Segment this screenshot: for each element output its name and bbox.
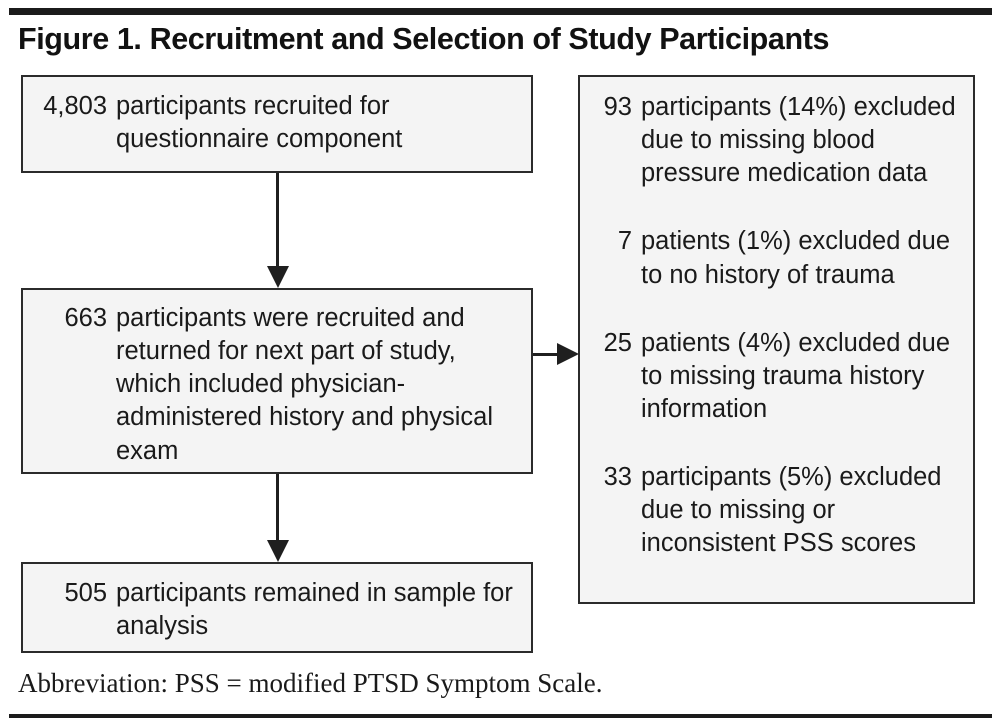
figure-footnote: Abbreviation: PSS = modified PTSD Sympto… <box>18 668 603 698</box>
figure-title: Figure 1. Recruitment and Selection of S… <box>18 22 830 56</box>
exclusion-item-number: 93 <box>603 93 632 121</box>
connector-returned-to-exclusions-line <box>533 353 560 356</box>
arrow-down-icon <box>267 266 289 288</box>
flow-entry: 4,803 participants recruited for questio… <box>39 90 519 156</box>
connector-returned-to-remained-line <box>276 474 279 542</box>
flow-box-recruited-number: 4,803 <box>43 92 107 120</box>
exclusion-item-number: 33 <box>603 463 632 492</box>
flow-entry: 663 participants were recruited and retu… <box>39 302 519 468</box>
exclusion-item-text: patients (1%) excluded due to no history… <box>641 227 951 289</box>
top-rule <box>9 8 992 15</box>
exclusion-item-text: patients (4%) excluded due to missing tr… <box>641 328 951 423</box>
flow-box-exclusions: 93 participants (14%) excluded due to mi… <box>578 75 975 604</box>
flow-box-returned-text: participants were recruited and returned… <box>116 304 494 465</box>
flow-box-remained-text: participants remained in sample for anal… <box>116 579 513 641</box>
exclusion-item-text: participants (5%) excluded due to missin… <box>641 463 942 558</box>
exclusion-item: 93 participants (14%) excluded due to mi… <box>594 91 959 190</box>
arrow-down-icon <box>267 540 289 562</box>
connector-recruited-to-returned-line <box>276 173 279 268</box>
flow-box-remained: 505 participants remained in sample for … <box>21 562 533 653</box>
exclusion-item: 25 patients (4%) excluded due to missing… <box>594 327 959 426</box>
exclusion-item: 7 patients (1%) excluded due to no histo… <box>594 225 959 291</box>
bottom-rule <box>9 714 992 718</box>
exclusion-item-number: 25 <box>603 328 632 357</box>
exclusion-item-text: participants (14%) excluded due to missi… <box>641 93 956 188</box>
flow-box-recruited: 4,803 participants recruited for questio… <box>21 75 533 173</box>
arrow-right-icon <box>557 343 579 365</box>
flow-box-returned-content: 663 participants were recruited and retu… <box>23 290 531 468</box>
flow-box-returned-number: 663 <box>64 304 107 332</box>
flow-box-recruited-content: 4,803 participants recruited for questio… <box>23 77 531 156</box>
flow-box-returned: 663 participants were recruited and retu… <box>21 288 533 474</box>
flow-box-remained-number: 505 <box>64 579 107 607</box>
exclusion-list: 93 participants (14%) excluded due to mi… <box>580 77 973 561</box>
flow-box-remained-content: 505 participants remained in sample for … <box>23 564 531 643</box>
flow-box-recruited-text: participants recruited for questionnaire… <box>116 92 403 154</box>
exclusion-item: 33 participants (5%) excluded due to mis… <box>594 461 959 560</box>
exclusion-item-number: 7 <box>617 227 632 256</box>
flow-entry: 505 participants remained in sample for … <box>39 577 519 643</box>
